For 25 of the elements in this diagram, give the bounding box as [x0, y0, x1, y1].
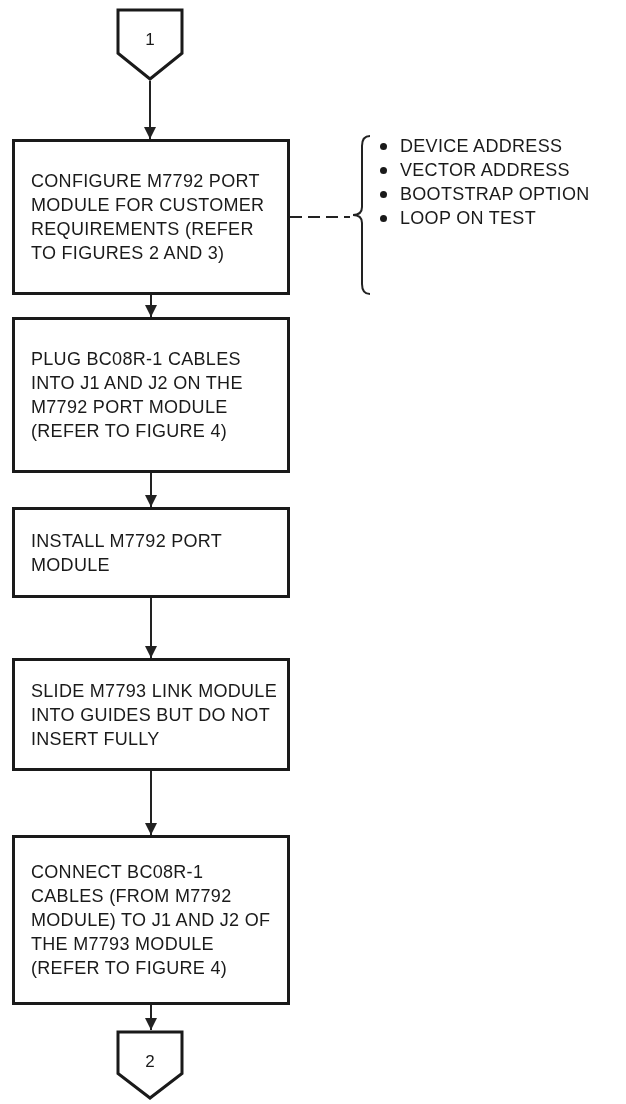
list-item: BOOTSTRAP OPTION [376, 182, 622, 206]
process-box [12, 317, 290, 473]
step-text: CONFIGURE M7792 PORT MODULE FOR CUSTOMER REQUIREMENTS (REFER TO FIGURES 2 AND 3) [31, 170, 266, 265]
process-box [12, 658, 290, 771]
step-text: SLIDE M7793 LINK MODULE INTO GUIDES BUT DO NOT INSERT FULLY [31, 679, 278, 751]
step-text: CONNECT BC08R-1 CABLES (FROM M7792 MODULE) TO J1 AND J2 OF THE M7793 MODULE (REFER TO FIGURE 4) [31, 861, 272, 980]
connector-line [289, 216, 351, 218]
arrow [145, 1004, 157, 1031]
arrow [145, 472, 157, 508]
step-text: INSTALL M7792 PORT MODULE [31, 529, 223, 577]
connector-number: 1 [145, 30, 155, 50]
step-text: PLUG BC08R-1 CABLES INTO J1 AND J2 ON THE M7792 PORT MODULE (REFER TO FIGURE 4) [31, 348, 244, 443]
arrow [145, 597, 157, 659]
process-box [12, 139, 290, 295]
arrow [145, 770, 157, 836]
process-box [12, 507, 290, 598]
list-item: DEVICE ADDRESS [376, 134, 622, 158]
process-box [12, 835, 290, 1005]
arrow [144, 80, 156, 140]
list-item: VECTOR ADDRESS [376, 158, 622, 182]
off-page-connector [116, 8, 184, 81]
connector-number: 2 [145, 1052, 155, 1072]
arrow [145, 294, 157, 318]
off-page-connector [116, 1030, 184, 1100]
list-item: LOOP ON TEST [376, 206, 622, 230]
